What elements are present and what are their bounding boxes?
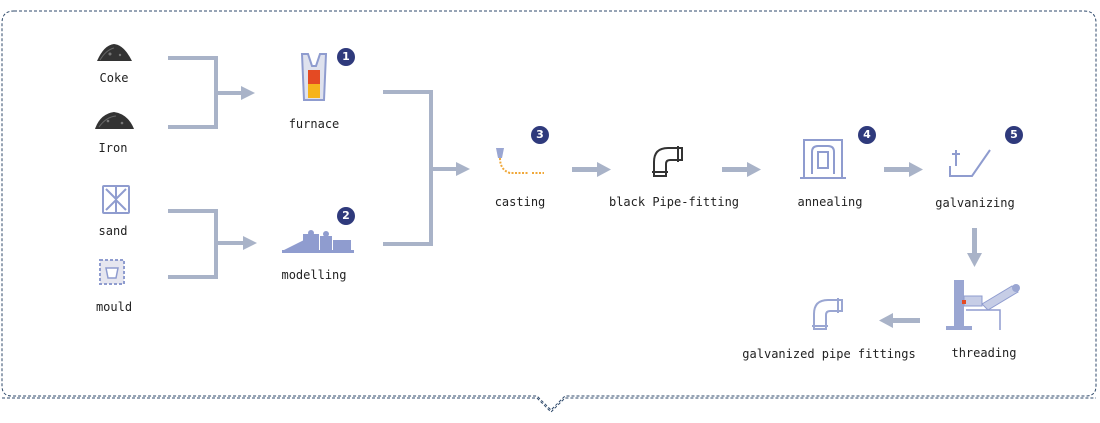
mould-label: mould: [95, 300, 133, 314]
iron-pile-icon: [95, 112, 134, 129]
modelling-label: modelling: [281, 268, 347, 282]
galvanized-pipe-fittings-label: galvanized pipe fittings: [742, 347, 916, 361]
connector-coke-iron-to-furnace: [168, 56, 241, 129]
galvanizing-label: galvanizing: [935, 196, 1015, 210]
modelling-machine-icon: [282, 230, 354, 253]
frame-bottom-line: [2, 397, 1096, 413]
arrowhead-to-modelling: [243, 236, 257, 250]
arrowhead-to-casting: [456, 162, 470, 176]
arrowhead-to-furnace: [241, 86, 255, 100]
galvanized-elbow-icon: [812, 298, 843, 330]
threading-label: threading: [951, 346, 1017, 360]
coke-label: Coke: [99, 71, 129, 85]
step-badge-modelling: 2: [337, 207, 355, 225]
arrow-annealing-to-galvanizing: [884, 162, 923, 177]
threading-machine-icon: [946, 280, 1020, 330]
arrow-black-fitting-to-annealing: [722, 162, 761, 177]
step-badge-casting: 3: [531, 126, 549, 144]
mould-icon: [99, 259, 125, 285]
annealing-label: annealing: [797, 195, 863, 209]
annealing-furnace-icon: [800, 139, 846, 179]
arrow-galvanizing-to-threading: [967, 228, 982, 267]
black-elbow-icon: [652, 146, 683, 177]
arrow-casting-to-black-fitting: [572, 162, 611, 177]
arrow-threading-to-galvanized-fittings: [879, 313, 920, 328]
casting-icon: [496, 148, 544, 174]
casting-label: casting: [494, 195, 546, 209]
sand-icon: [102, 185, 130, 214]
iron-label: Iron: [98, 141, 128, 155]
diagram-frame: [1, 10, 1097, 411]
sand-label: sand: [98, 224, 128, 238]
black-pipe-fitting-label: black Pipe-fitting: [608, 195, 740, 209]
step-badge-annealing: 4: [858, 126, 876, 144]
furnace-label: furnace: [288, 117, 340, 131]
connector-to-casting: [383, 90, 456, 246]
step-badge-galvanizing: 5: [1005, 126, 1023, 144]
connector-sand-mould-to-modelling: [168, 209, 243, 279]
coke-pile-icon: [97, 44, 132, 61]
galvanizing-tank-icon: [949, 149, 991, 177]
furnace-icon: [300, 53, 328, 101]
step-badge-furnace: 1: [337, 48, 355, 66]
